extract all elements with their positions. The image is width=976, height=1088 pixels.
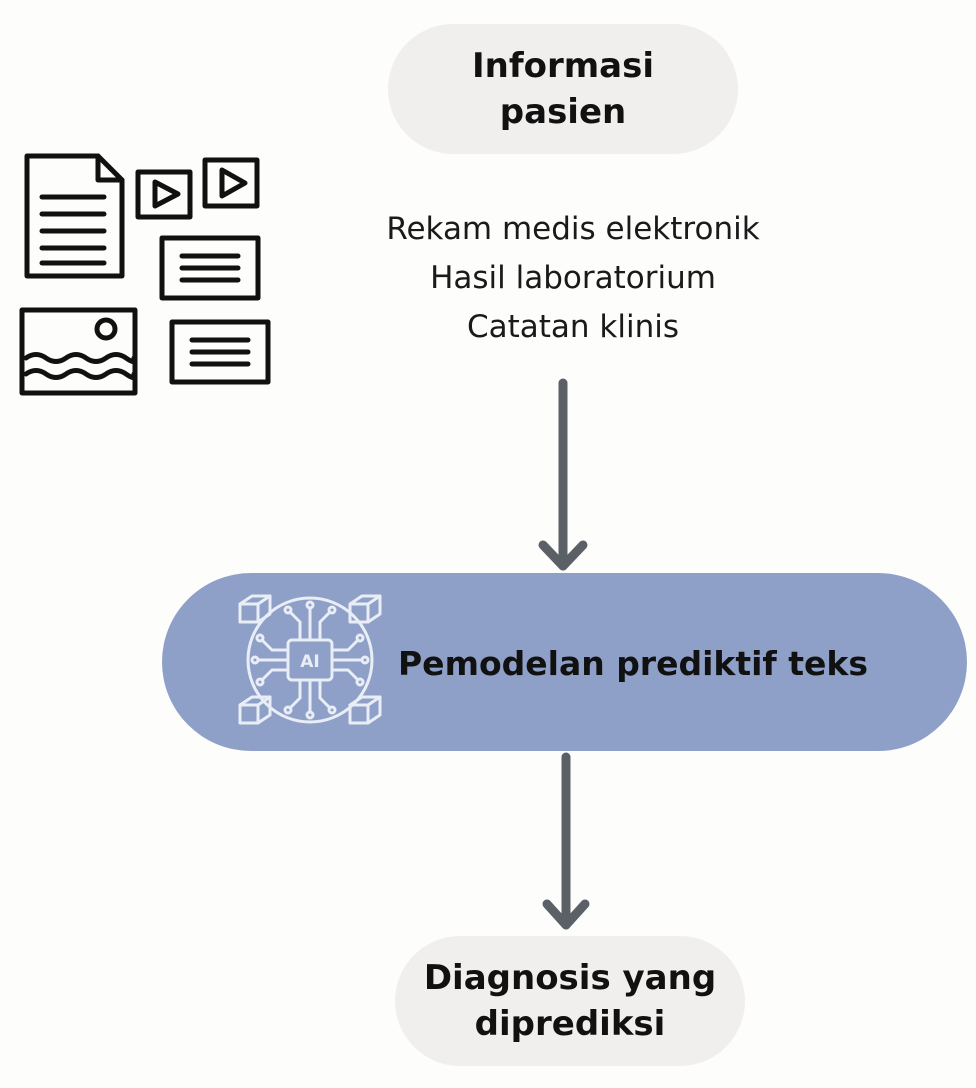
model-label: Pemodelan prediktif teks: [398, 644, 869, 683]
patient-info-line1: Informasi: [471, 46, 655, 86]
video-icon: [202, 157, 260, 209]
diagnosis-node: Diagnosis yang diprediksi: [395, 936, 745, 1066]
patient-info-line2: pasien: [499, 92, 627, 132]
source-item: Rekam medis elektronik: [386, 211, 760, 247]
diagnosis-line1: Diagnosis yang: [423, 958, 717, 998]
source-item: Catatan klinis: [466, 309, 680, 345]
text-card-icon: [159, 235, 261, 301]
source-list: Rekam medis elektronik Hasil laboratoriu…: [330, 205, 816, 352]
arrow-down-icon: [542, 752, 590, 930]
patient-info-node: Informasi pasien: [388, 24, 738, 154]
diagnosis-line2: diprediksi: [474, 1004, 666, 1044]
document-icon: [24, 153, 125, 279]
source-item: Hasil laboratorium: [430, 260, 716, 296]
video-icon: [135, 169, 193, 220]
arrow-down-icon: [538, 378, 588, 571]
text-card-icon: [169, 319, 271, 385]
image-icon: [19, 307, 138, 396]
